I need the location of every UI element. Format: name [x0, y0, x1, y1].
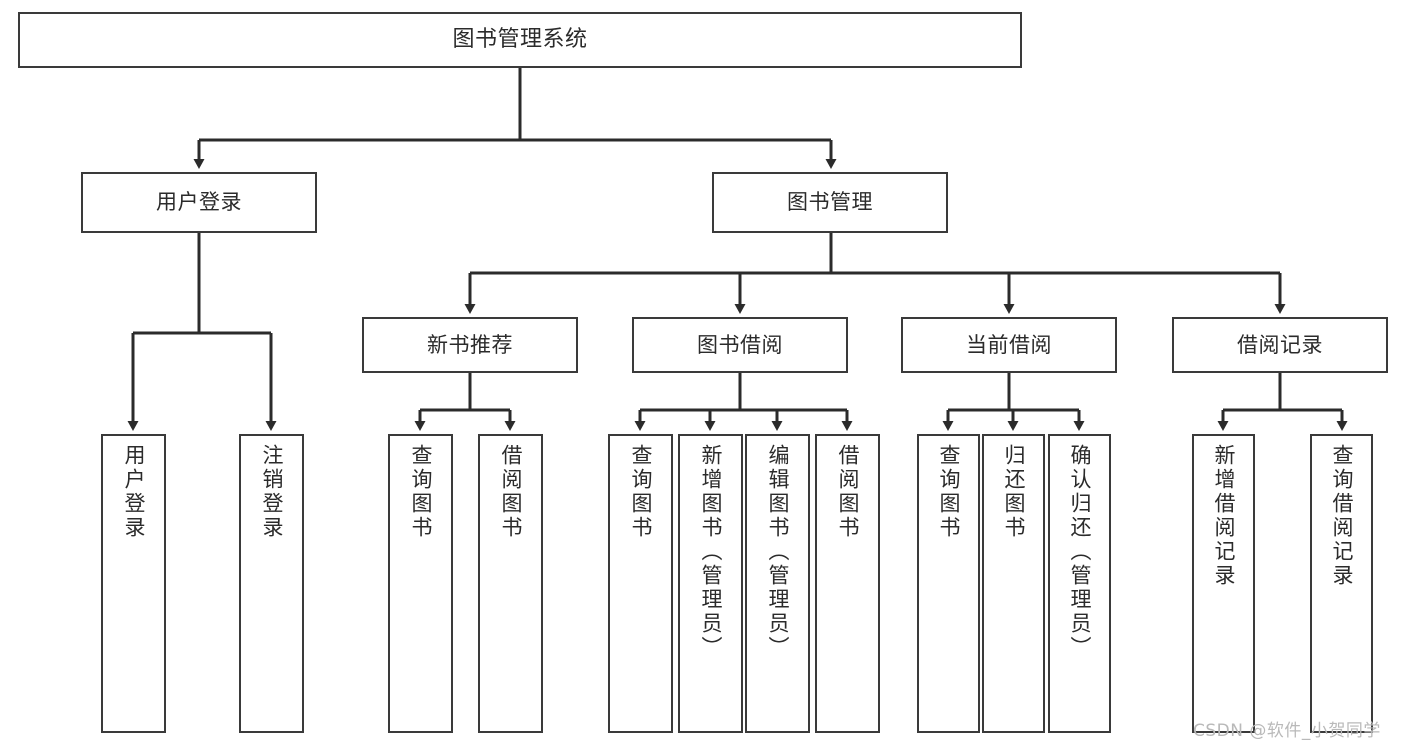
node-leaf-return-book[interactable]: 归还图书 — [982, 434, 1045, 733]
node-leaf-add-record-label: 新增借阅记录 — [1212, 444, 1236, 588]
node-leaf-query-book-2-label: 查询图书 — [629, 444, 653, 540]
node-leaf-query-book-3[interactable]: 查询图书 — [917, 434, 980, 733]
node-leaf-query-book-2[interactable]: 查询图书 — [608, 434, 673, 733]
node-leaf-user-login[interactable]: 用户登录 — [101, 434, 166, 733]
node-leaf-return-book-label: 归还图书 — [1002, 444, 1026, 540]
node-leaf-edit-book[interactable]: 编辑图书（管理员） — [745, 434, 810, 733]
node-leaf-borrow-book-2[interactable]: 借阅图书 — [815, 434, 880, 733]
node-book-borrow[interactable]: 图书借阅 — [632, 317, 848, 373]
node-leaf-add-book-label: 新增图书（管理员） — [699, 444, 723, 660]
node-leaf-query-record[interactable]: 查询借阅记录 — [1310, 434, 1373, 733]
node-borrow-record-label: 借阅记录 — [1237, 332, 1323, 357]
node-leaf-query-book-3-label: 查询图书 — [937, 444, 961, 540]
node-user-login-label: 用户登录 — [156, 190, 242, 215]
node-leaf-query-record-label: 查询借阅记录 — [1330, 444, 1354, 588]
node-borrow-record[interactable]: 借阅记录 — [1172, 317, 1388, 373]
node-leaf-borrow-book-2-label: 借阅图书 — [836, 444, 860, 540]
node-leaf-query-book-1-label: 查询图书 — [409, 444, 433, 540]
node-leaf-add-book[interactable]: 新增图书（管理员） — [678, 434, 743, 733]
node-book-manage[interactable]: 图书管理 — [712, 172, 948, 233]
node-new-book-recommend[interactable]: 新书推荐 — [362, 317, 578, 373]
node-book-manage-label: 图书管理 — [787, 190, 873, 215]
node-root-label: 图书管理系统 — [452, 27, 588, 53]
node-leaf-confirm-return-label: 确认归还（管理员） — [1068, 444, 1092, 660]
node-leaf-confirm-return[interactable]: 确认归还（管理员） — [1048, 434, 1111, 733]
node-root[interactable]: 图书管理系统 — [18, 12, 1022, 68]
node-leaf-borrow-book-1[interactable]: 借阅图书 — [478, 434, 543, 733]
node-current-borrow-label: 当前借阅 — [966, 332, 1052, 357]
node-leaf-edit-book-label: 编辑图书（管理员） — [766, 444, 790, 660]
node-new-book-recommend-label: 新书推荐 — [427, 332, 513, 357]
node-leaf-borrow-book-1-label: 借阅图书 — [499, 444, 523, 540]
node-book-borrow-label: 图书借阅 — [697, 332, 783, 357]
node-leaf-user-login-label: 用户登录 — [122, 444, 146, 540]
node-user-login[interactable]: 用户登录 — [81, 172, 317, 233]
node-leaf-query-book-1[interactable]: 查询图书 — [388, 434, 453, 733]
node-leaf-user-logout-label: 注销登录 — [260, 444, 284, 540]
csdn-watermark: CSDN @软件_小贺同学 — [1193, 721, 1381, 741]
node-leaf-add-record[interactable]: 新增借阅记录 — [1192, 434, 1255, 733]
node-leaf-user-logout[interactable]: 注销登录 — [239, 434, 304, 733]
node-current-borrow[interactable]: 当前借阅 — [901, 317, 1117, 373]
